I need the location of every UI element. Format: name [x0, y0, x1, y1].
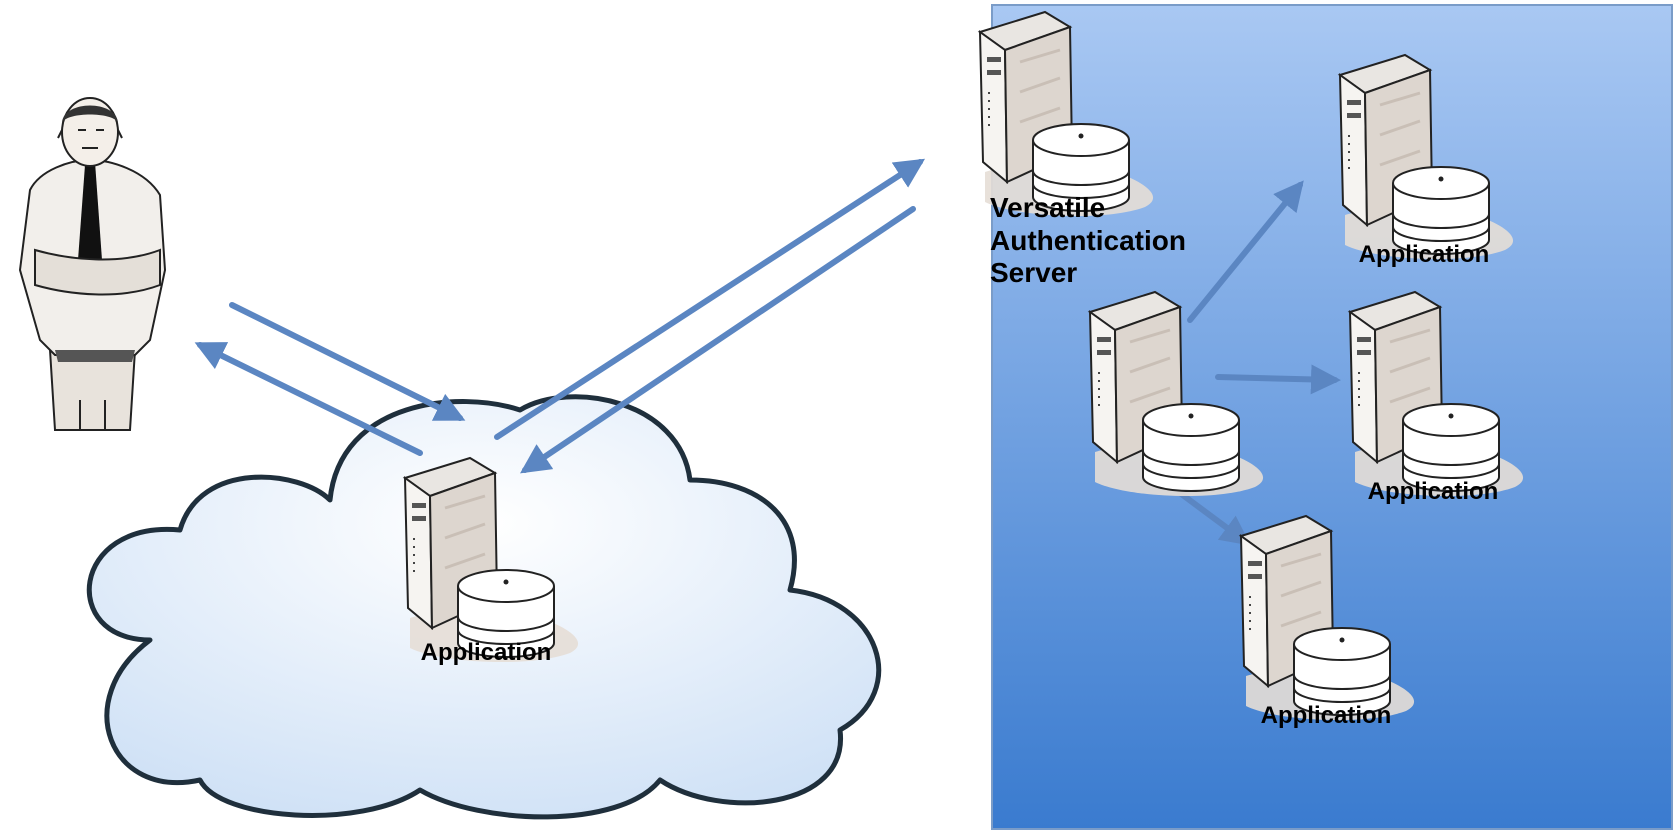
arrow-app-to-vas: [494, 158, 926, 440]
arrows: [194, 158, 1341, 546]
cloud-app-label: Application: [421, 639, 552, 666]
arrow-app-to-user: [194, 342, 423, 456]
app-bottom-label: Application: [1261, 702, 1392, 729]
vas-label-line3: Server: [990, 257, 1077, 288]
person-icon: [18, 97, 167, 431]
arrow-user-to-app: [229, 302, 466, 421]
arrow-hub-to-app-top: [1187, 180, 1304, 323]
arrow-vas-to-app: [520, 206, 916, 474]
arrow-hub-to-app-mid: [1215, 364, 1341, 395]
app-top-label: Application: [1359, 241, 1490, 268]
vas-label-line2: Authentication: [990, 225, 1186, 256]
app-mid-label: Application: [1368, 478, 1499, 505]
vas-label-line1: Versatile: [990, 192, 1105, 223]
arrow-hub-to-app-bottom: [1177, 490, 1251, 546]
